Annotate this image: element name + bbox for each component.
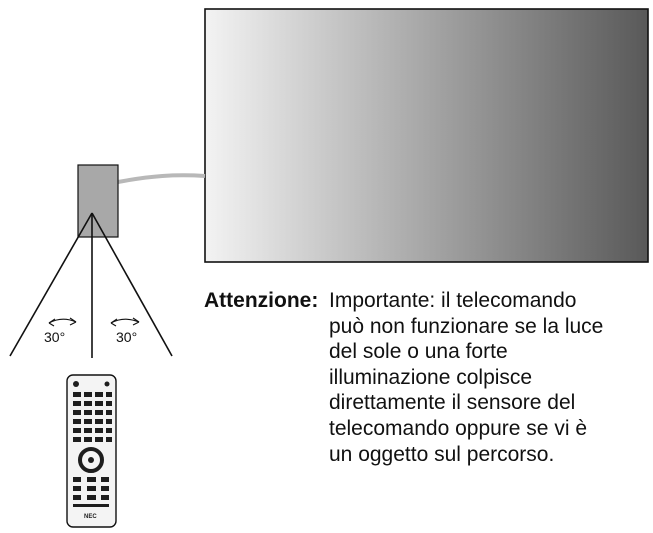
caution-text: Importante: il telecomando può non funzi… [329, 288, 652, 467]
remote-indicator [104, 381, 110, 387]
reception-range-lines [9, 212, 173, 358]
angle-label-left: 30° [44, 329, 65, 345]
remote-control: NEC [66, 374, 117, 528]
remote-brand-logo: NEC [84, 514, 97, 520]
caution-text-line: Importante: il telecomando [329, 289, 577, 312]
remote-power-button [73, 381, 79, 387]
caution-text-line: del sole o una forte [329, 340, 508, 364]
caution-text-line: può non funzionare se la luce [329, 314, 604, 338]
remote-ok-button [88, 457, 94, 463]
angle-arrow-left [48, 317, 77, 327]
caution-text-line: un oggetto sul percorso. [329, 442, 555, 466]
angle-label-right: 30° [116, 329, 137, 345]
remote-lower-keys [73, 477, 109, 507]
caution-text-line: illuminazione colpisce [329, 365, 533, 389]
caution-text-line: telecomando oppure se vi è [329, 416, 587, 440]
remote-navigation-pad [78, 447, 104, 473]
display-panel [204, 8, 649, 263]
angle-arrow-right [110, 317, 140, 327]
sensor-cable [117, 173, 206, 184]
caution-label: Attenzione: [204, 289, 319, 312]
caution-text-line: direttamente il sensore del [329, 391, 576, 415]
remote-keypad [73, 392, 112, 442]
